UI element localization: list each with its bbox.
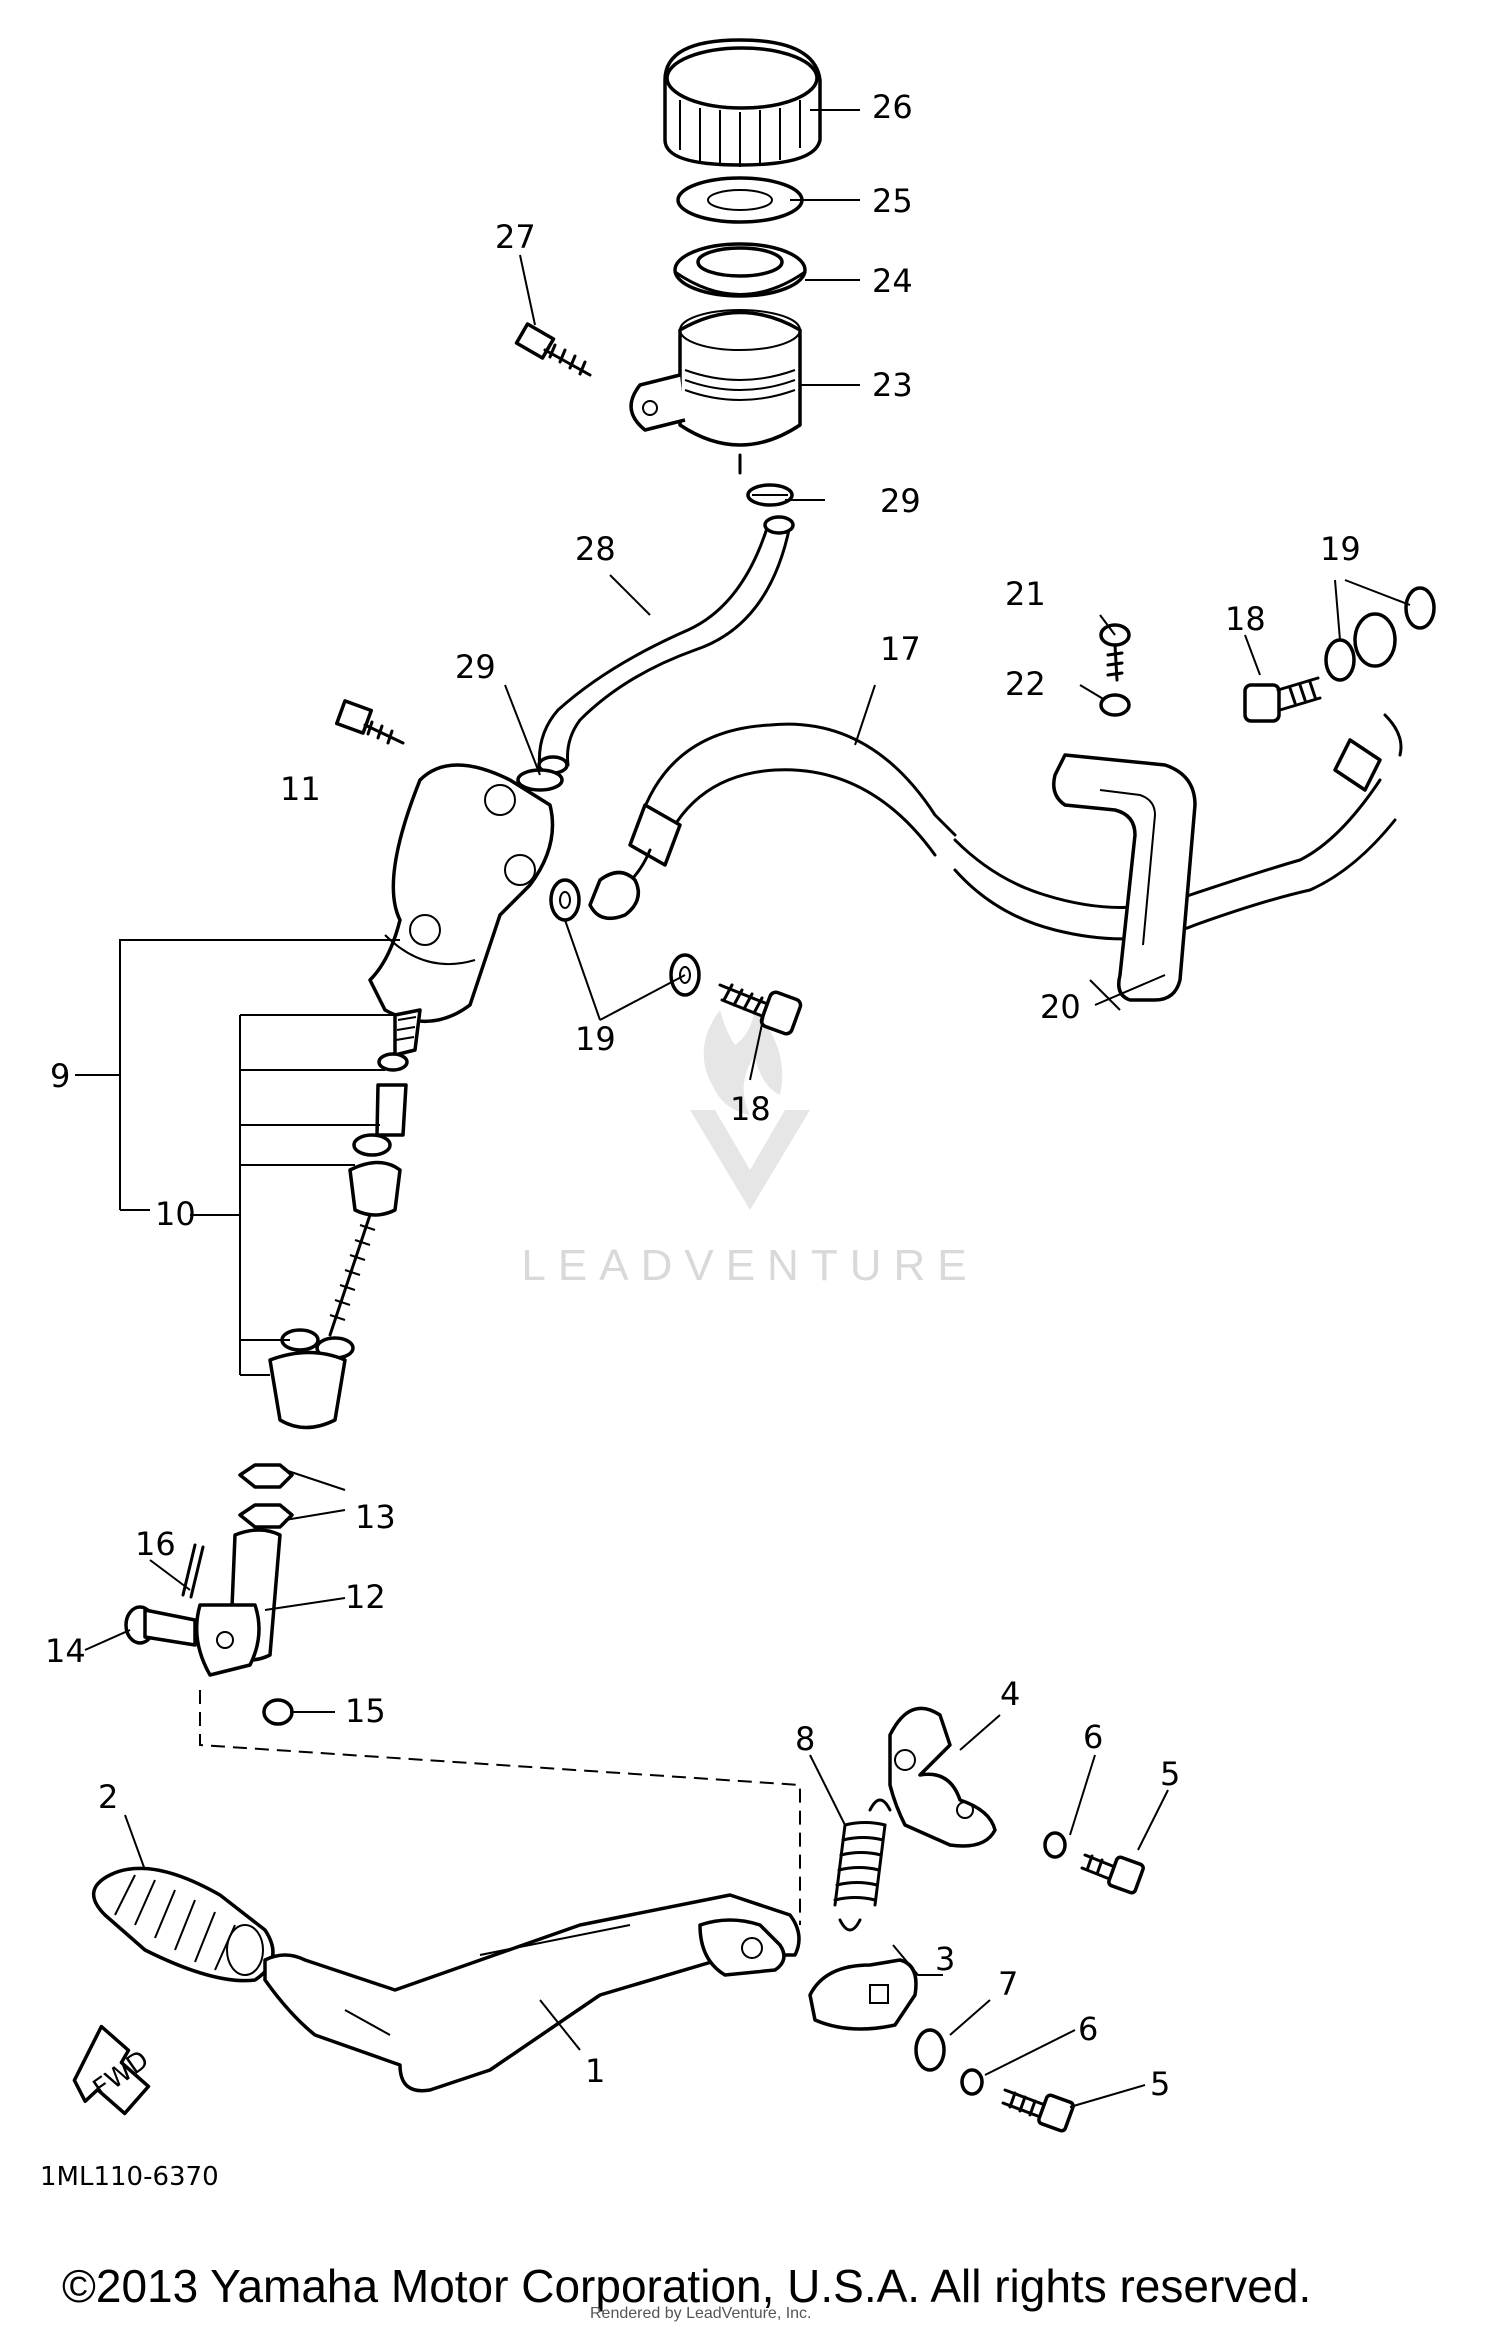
- part-washer-6-lower: [960, 2068, 984, 2096]
- callout-27: 27: [495, 218, 536, 256]
- part-clevis: [194, 1528, 282, 1677]
- callout-5-lower: 5: [1150, 2065, 1170, 2103]
- callout-7: 7: [998, 1965, 1018, 2003]
- part-washer-6-upper: [1043, 1831, 1067, 1859]
- part-screw-21: [1099, 623, 1131, 682]
- part-screw-27: [514, 322, 592, 377]
- part-pedal-plate: [808, 1958, 918, 2031]
- drawing-code: 1ML110-6370: [40, 2162, 219, 2192]
- callout-6-lower: 6: [1078, 2010, 1098, 2048]
- callout-5-upper: 5: [1160, 1755, 1180, 1793]
- part-hose-bracket: [1052, 753, 1197, 1002]
- part-diaphragm-plate: [676, 176, 804, 224]
- callout-15: 15: [345, 1692, 386, 1730]
- part-brake-hose: [588, 713, 1403, 941]
- part-washer-7: [914, 2028, 946, 2072]
- part-washer-15: [262, 1698, 294, 1726]
- part-washer-19-left: [549, 878, 581, 922]
- reference-line: [199, 1690, 801, 1925]
- callout-2: 2: [98, 1778, 118, 1816]
- part-washer-19-right-c: [1404, 586, 1436, 630]
- callout-25: 25: [872, 182, 913, 220]
- callout-26: 26: [872, 88, 913, 126]
- callout-18-lower: 18: [730, 1090, 771, 1128]
- callout-19-lower: 19: [575, 1020, 616, 1058]
- part-pedal-rubber: [92, 1866, 275, 1983]
- part-nut-13: [238, 1463, 294, 1529]
- part-union-bolt-upper: [1243, 676, 1322, 723]
- callout-6-upper: 6: [1083, 1718, 1103, 1756]
- part-bolt-11: [334, 699, 405, 745]
- part-brake-pedal: [263, 1893, 801, 2093]
- callout-12: 12: [345, 1578, 386, 1616]
- callout-1: 1: [585, 2052, 605, 2090]
- callout-11: 11: [280, 770, 321, 808]
- callout-28: 28: [575, 530, 616, 568]
- part-pedal-bracket: [888, 1706, 997, 1848]
- callout-29-lower: 29: [455, 648, 496, 686]
- part-reservoir-hose: [537, 515, 795, 775]
- part-clevis-pin: [124, 1605, 197, 1647]
- part-hose-clip-upper: [746, 483, 794, 507]
- callout-9: 9: [50, 1057, 70, 1095]
- callout-24: 24: [872, 262, 913, 300]
- callout-3: 3: [935, 1940, 955, 1978]
- callout-numbers: 26 25 24 23 27 29 28 29 11 17 21 22 18 1…: [45, 88, 1361, 2103]
- callout-18-upper: 18: [1225, 600, 1266, 638]
- callout-14: 14: [45, 1632, 86, 1670]
- leadventure-watermark: LEADVENTURE: [521, 1010, 978, 1290]
- part-hose-clip-lower: [516, 768, 564, 792]
- render-credit: Rendered by LeadVenture, Inc.: [590, 2305, 812, 2322]
- callout-23: 23: [872, 366, 913, 404]
- part-washer-19-right-a: [1324, 638, 1356, 682]
- callout-22: 22: [1005, 665, 1046, 703]
- callout-21: 21: [1005, 575, 1046, 613]
- callout-4: 4: [1000, 1675, 1020, 1713]
- copyright-notice: ©2013 Yamaha Motor Corporation, U.S.A. A…: [62, 2260, 1311, 2312]
- part-washer-22: [1099, 693, 1131, 717]
- callout-17: 17: [880, 630, 921, 668]
- callout-10: 10: [155, 1195, 196, 1233]
- callout-8: 8: [795, 1720, 815, 1758]
- part-bolt-5-lower: [1001, 2088, 1075, 2133]
- callout-20: 20: [1040, 988, 1081, 1026]
- callout-19-upper: 19: [1320, 530, 1361, 568]
- callout-16: 16: [135, 1525, 176, 1563]
- watermark-text: LEADVENTURE: [521, 1241, 978, 1290]
- fwd-arrow-icon: FWD: [72, 2024, 155, 2116]
- part-master-cylinder: [368, 763, 555, 1023]
- part-reservoir-tank: [629, 309, 802, 475]
- callout-13: 13: [355, 1498, 396, 1536]
- part-cotter-pin: [181, 1543, 205, 1599]
- part-reservoir-cap: [663, 38, 822, 167]
- part-union-bolt-lower: [718, 983, 803, 1036]
- leader-lines: [75, 109, 1411, 2108]
- part-bolt-5-upper: [1080, 1853, 1145, 1895]
- part-washer-19-right-b: [1353, 612, 1397, 668]
- part-return-spring: [833, 1798, 892, 1932]
- part-piston-kit: [268, 1008, 422, 1430]
- callout-29-upper: 29: [880, 482, 921, 520]
- part-diaphragm: [673, 242, 807, 298]
